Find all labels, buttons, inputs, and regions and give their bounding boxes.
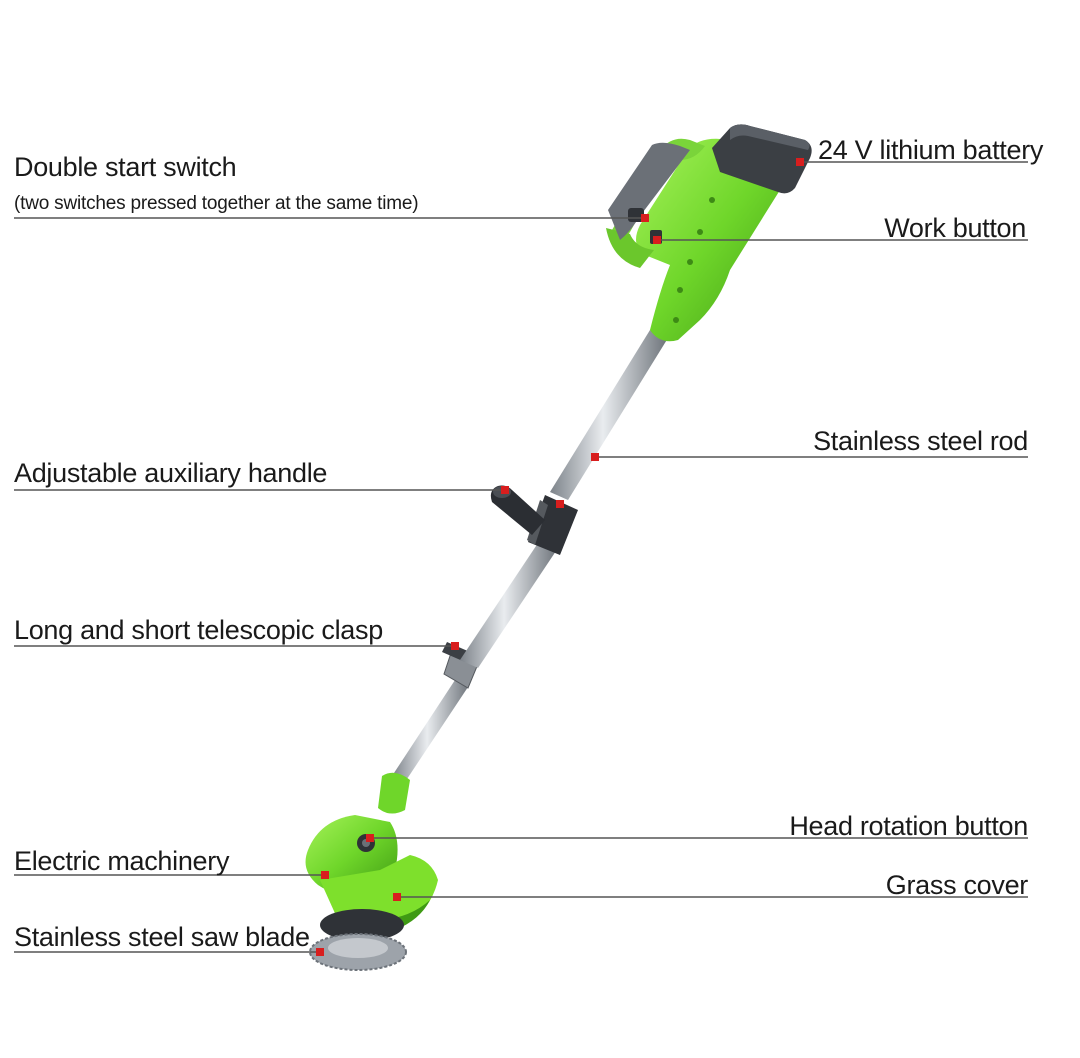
marker-aux-handle — [501, 486, 509, 494]
motor-head — [305, 772, 438, 941]
marker-rod-clamp — [556, 500, 564, 508]
label-auxiliary-handle: Adjustable auxiliary handle — [14, 458, 328, 488]
label-head-rotation-button: Head rotation button — [789, 811, 1028, 841]
marker-double-start-switch — [641, 214, 649, 222]
label-stainless-steel-rod: Stainless steel rod — [813, 426, 1028, 456]
marker-steel-rod — [591, 453, 599, 461]
markers — [316, 158, 804, 956]
lower-rod — [392, 680, 470, 782]
marker-head-rotation — [366, 834, 374, 842]
label-double-start-switch: Double start switch — [14, 152, 237, 182]
marker-battery — [796, 158, 804, 166]
marker-telescopic-clasp — [451, 642, 459, 650]
label-telescopic-clasp: Long and short telescopic clasp — [14, 615, 383, 645]
label-electric-machinery: Electric machinery — [14, 846, 230, 876]
upper-rod — [550, 330, 668, 500]
saw-blade — [309, 933, 407, 971]
marker-grass-cover — [393, 893, 401, 901]
middle-rod — [460, 540, 558, 668]
battery — [712, 124, 812, 194]
label-saw-blade: Stainless steel saw blade — [14, 922, 310, 952]
label-grass-cover: Grass cover — [885, 870, 1029, 900]
leader-lines — [14, 161, 1028, 953]
label-work-button: Work button — [884, 213, 1026, 243]
label-battery: 24 V lithium battery — [818, 135, 1044, 165]
label-double-start-switch-note: (two switches pressed together at the sa… — [14, 193, 419, 214]
marker-saw-blade — [316, 948, 324, 956]
marker-electric-machinery — [321, 871, 329, 879]
marker-work-button — [653, 236, 661, 244]
